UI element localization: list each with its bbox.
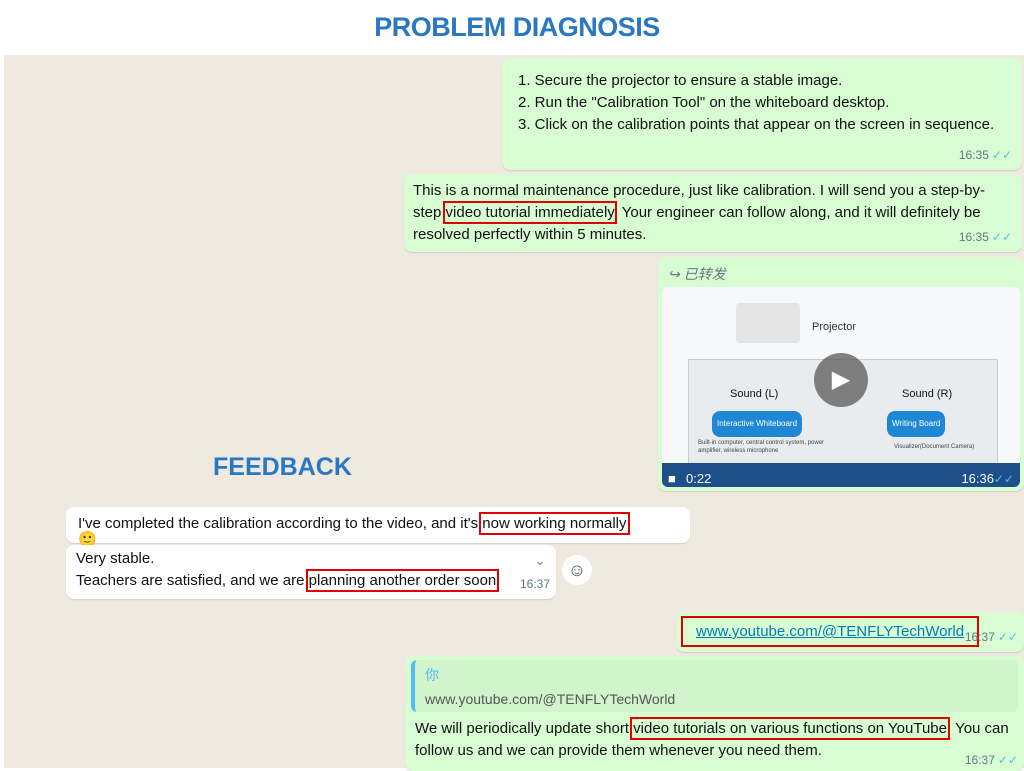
read-ticks-icon: ✓✓	[991, 148, 1012, 162]
label: Writing Board	[887, 411, 946, 437]
read-ticks-icon: ✓✓	[991, 230, 1012, 244]
video-thumbnail[interactable]: Projector Sound (L) Sound (R) Interactiv…	[662, 287, 1020, 487]
message-time: 16:35	[958, 148, 989, 162]
step-item: 2. Run the "Calibration Tool" on the whi…	[518, 94, 890, 111]
video-camera-icon: ■	[668, 471, 676, 486]
play-button[interactable]: ▶	[814, 353, 868, 407]
read-ticks-icon: ✓✓	[997, 753, 1018, 767]
read-ticks-icon: ✓✓	[993, 472, 1014, 486]
label: Sound (R)	[902, 388, 953, 400]
highlight: planning another order soon	[305, 569, 500, 592]
quoted-message[interactable]: 你 www.youtube.com/@TENFLYTechWorld	[411, 660, 1018, 712]
label: Visualizer(Document Camera)	[894, 444, 975, 450]
youtube-link[interactable]: www.youtube.com/@TENFLYTechWorld	[680, 616, 980, 647]
label: Built-in computer, central control syste…	[698, 440, 825, 454]
label: Interactive Whiteboard	[712, 411, 803, 437]
message-final: 你 www.youtube.com/@TENFLYTechWorld We wi…	[405, 656, 1024, 771]
step-item: 1. Secure the projector to ensure a stab…	[518, 72, 843, 89]
quote-author: 你	[425, 667, 439, 683]
message-reply-1: I've completed the calibration according…	[66, 507, 690, 548]
quote-text: www.youtube.com/@TENFLYTechWorld	[425, 691, 676, 707]
text: We will periodically update short	[415, 720, 634, 737]
text: This is a normal maintenance procedure, …	[413, 182, 985, 221]
message-maintenance: This is a normal maintenance procedure, …	[404, 174, 1022, 252]
text: . You can follow us and we can provide t…	[415, 720, 1009, 759]
message-link: www.youtube.com/@TENFLYTechWorld 16:37✓✓	[676, 612, 1024, 652]
message-time: 16:36	[961, 471, 994, 486]
highlight: video tutorials on various functions on …	[630, 717, 950, 740]
emoji: 🙂	[78, 531, 97, 548]
label: Projector	[812, 321, 857, 333]
forwarded-label: 已转发	[683, 266, 726, 282]
chat-area: 1. Secure the projector to ensure a stab…	[4, 55, 1024, 771]
highlight: now working normally	[479, 512, 630, 535]
text: I've completed the calibration according…	[78, 515, 483, 532]
feedback-label: FEEDBACK	[213, 453, 352, 481]
text: Very stable.	[76, 550, 155, 567]
highlight: video tutorial immediately	[442, 201, 617, 224]
text: Teachers are satisfied, and we are	[76, 572, 309, 589]
message-time: 16:37	[964, 753, 995, 767]
message-time: 16:35	[958, 230, 989, 244]
projector-image	[736, 303, 800, 343]
label: Sound (L)	[730, 388, 779, 400]
step-item: 3. Click on the calibration points that …	[518, 116, 995, 133]
message-steps: 1. Secure the projector to ensure a stab…	[502, 58, 1022, 170]
page-title: PROBLEM DIAGNOSIS	[374, 12, 660, 42]
chevron-down-icon[interactable]: ⌄	[534, 552, 546, 568]
message-reply-2: Very stable. Teachers are satisfied, and…	[66, 545, 556, 599]
message-time: 16:37	[519, 577, 550, 591]
read-ticks-icon: ✓✓	[997, 630, 1018, 644]
emoji-reaction-button[interactable]: ☺	[562, 555, 592, 585]
message-time: 16:37	[964, 630, 995, 644]
text: . Your engineer can follow along, and it…	[413, 204, 981, 243]
forward-icon: ↪	[668, 266, 680, 282]
message-video: ↪ 已转发 Projector Sound (L) Sound (R) Inte…	[658, 257, 1024, 491]
video-duration: 0:22	[686, 471, 712, 486]
